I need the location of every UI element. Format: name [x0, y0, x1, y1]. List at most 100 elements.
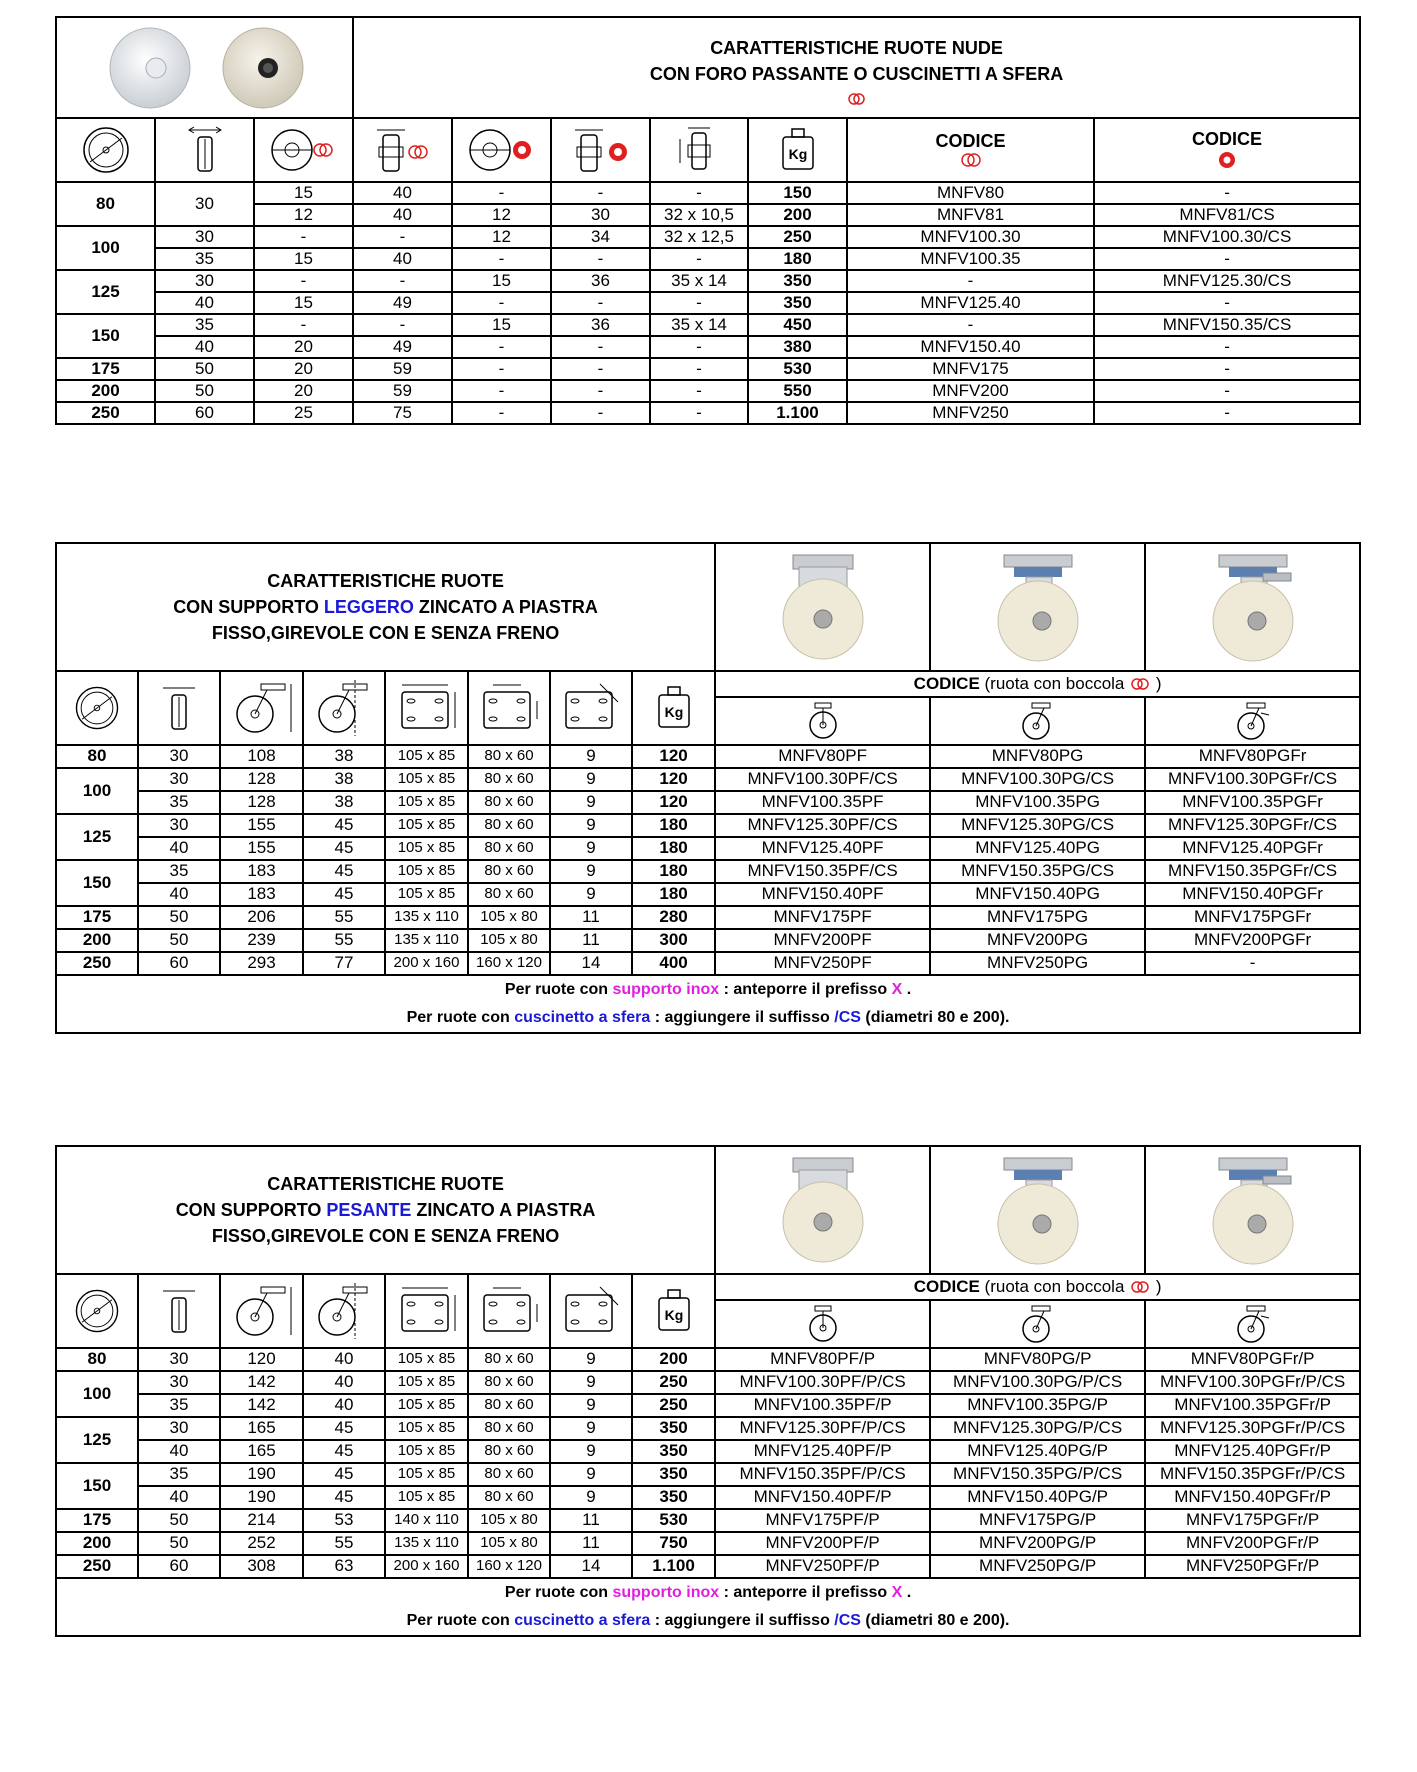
- bearing-size-cell: -: [649, 291, 749, 315]
- height-cell: 155: [219, 836, 304, 861]
- code-swivel-cell: MNFV250PG: [929, 951, 1147, 976]
- hole-spacing-icon: [467, 1273, 551, 1349]
- offset-cell: 38: [302, 744, 386, 769]
- hole-diameter-cell: 11: [549, 1531, 633, 1556]
- holes-cell: 105 x 80: [467, 905, 551, 930]
- bare-wheels-table: CARATTERISTICHE RUOTE NUDE CON FORO PASS…: [55, 16, 1362, 425]
- diameter-cell: 80: [55, 1347, 139, 1372]
- code-bushing-cell: MNFV200: [846, 379, 1095, 403]
- bearing-bore-cell: -: [451, 335, 552, 359]
- width-cell: 40: [137, 882, 221, 907]
- holes-cell: 80 x 60: [467, 813, 551, 838]
- code-fixed-cell: MNFV200PF: [714, 928, 932, 953]
- hole-diameter-cell: 9: [549, 767, 633, 792]
- code-fixed-cell: MNFV80PF: [714, 744, 932, 769]
- code-brake-cell: MNFV100.30PGFr/CS: [1144, 767, 1362, 792]
- bearing-bore-cell: -: [451, 379, 552, 403]
- offset-icon: [302, 1273, 386, 1349]
- bearing-bore-cell: -: [451, 401, 552, 425]
- svg-text:Kg: Kg: [664, 1307, 683, 1323]
- table3-title-line3: FISSO,GIREVOLE CON E SENZA FRENO: [211, 1226, 560, 1246]
- plate-cell: 105 x 85: [384, 813, 469, 838]
- code-swivel-cell: MNFV175PG: [929, 905, 1147, 930]
- svg-text:Kg: Kg: [664, 704, 683, 720]
- bore-cell: 15: [253, 181, 354, 205]
- width-cell: 30: [137, 1370, 221, 1395]
- hole-diameter-icon: [549, 670, 633, 746]
- hole-diameter-cell: 9: [549, 859, 633, 884]
- hub-length-bushing-icon: [352, 117, 453, 183]
- holes-cell: 160 x 120: [467, 1554, 551, 1579]
- code-fixed-cell: MNFV175PF/P: [714, 1508, 932, 1533]
- code-fixed-cell: MNFV125.40PF: [714, 836, 932, 861]
- bearing-hub-cell: -: [550, 357, 651, 381]
- code-fixed-cell: MNFV125.30PF/CS: [714, 813, 932, 838]
- table1-title-line2: CON FORO PASSANTE O CUSCINETTI A SFERA: [649, 63, 1064, 84]
- hole-spacing-icon: [467, 670, 551, 746]
- total-height-icon: [219, 670, 304, 746]
- code-brake-cell: MNFV200PGFr: [1144, 928, 1362, 953]
- code-brake-cell: MNFV150.40PGFr/P: [1144, 1485, 1362, 1510]
- code-fixed-cell: MNFV150.35PF/CS: [714, 859, 932, 884]
- code-fixed-cell: MNFV100.35PF/P: [714, 1393, 932, 1418]
- plate-cell: 135 x 110: [384, 928, 469, 953]
- light-support-table: CARATTERISTICHE RUOTE CON SUPPORTO LEGGE…: [54, 542, 1362, 1034]
- code-swivel-cell: MNFV125.30PG/P/CS: [929, 1416, 1147, 1441]
- hole-diameter-cell: 14: [549, 951, 633, 976]
- load-cell: 400: [630, 951, 717, 976]
- bore-cell: -: [253, 313, 354, 337]
- load-capacity-kg-icon: Kg: [747, 117, 848, 183]
- height-cell: 142: [219, 1370, 304, 1395]
- code-bushing-cell: MNFV100.35: [846, 247, 1095, 271]
- table2-title: CARATTERISTICHE RUOTE CON SUPPORTO LEGGE…: [54, 542, 717, 672]
- load-cell: 180: [630, 882, 717, 907]
- wheel-width-icon: [137, 1273, 221, 1349]
- width-cell: 60: [137, 1554, 221, 1579]
- table1-title: CARATTERISTICHE RUOTE NUDE CON FORO PASS…: [351, 16, 1362, 119]
- wheel-width-icon: [154, 117, 255, 183]
- bearing-bore-cell: -: [451, 357, 552, 381]
- fixed-caster-photo: [714, 542, 932, 672]
- code-swivel-cell: MNFV100.35PG/P: [929, 1393, 1147, 1418]
- holes-cell: 80 x 60: [467, 790, 551, 815]
- bearing-size-cell: 32 x 12,5: [649, 225, 749, 249]
- width-cell: 30: [154, 225, 255, 249]
- bearing-bore-cell: -: [451, 247, 552, 271]
- width-cell: 50: [137, 1508, 221, 1533]
- code-bearing-cell: MNFV125.30/CS: [1092, 269, 1362, 293]
- hub-length-cell: 59: [352, 379, 453, 403]
- table3-title-line2: CON SUPPORTO PESANTE ZINCATO A PIASTRA: [175, 1200, 596, 1220]
- load-cell: 350: [747, 269, 848, 293]
- load-cell: 150: [747, 181, 848, 205]
- code-bearing-cell: MNFV81/CS: [1092, 203, 1362, 227]
- code-bushing-cell: MNFV81: [846, 203, 1095, 227]
- code-fixed-cell: MNFV125.40PF/P: [714, 1439, 932, 1464]
- hole-diameter-cell: 9: [549, 813, 633, 838]
- load-cell: 120: [630, 744, 717, 769]
- width-cell: 50: [137, 928, 221, 953]
- height-cell: 183: [219, 859, 304, 884]
- bearing-hub-cell: 34: [550, 225, 651, 249]
- hole-diameter-cell: 14: [549, 1554, 633, 1579]
- diameter-cell: 100: [55, 767, 139, 815]
- codice-header: CODICE (ruota con boccola ): [714, 1273, 1362, 1301]
- bore-cell: 20: [253, 335, 354, 359]
- load-cell: 180: [747, 247, 848, 271]
- code-bearing-cell: -: [1092, 247, 1362, 271]
- height-cell: 214: [219, 1508, 304, 1533]
- height-cell: 239: [219, 928, 304, 953]
- bearing-size-cell: 35 x 14: [649, 269, 749, 293]
- load-cell: 530: [747, 357, 848, 381]
- bearing-hub-cell: 36: [550, 269, 651, 293]
- offset-cell: 45: [302, 813, 386, 838]
- code-swivel-cell: MNFV175PG/P: [929, 1508, 1147, 1533]
- code-swivel-cell: MNFV125.40PG/P: [929, 1439, 1147, 1464]
- width-cell: 50: [154, 357, 255, 381]
- diameter-cell: 200: [55, 379, 156, 403]
- offset-cell: 45: [302, 836, 386, 861]
